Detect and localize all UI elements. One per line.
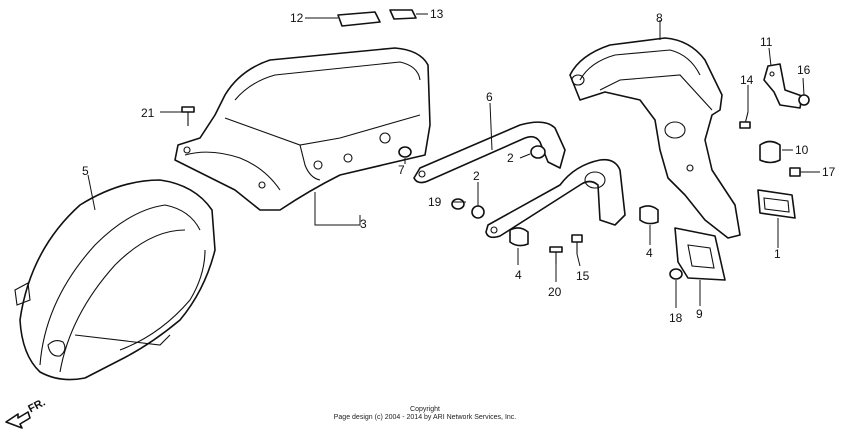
callout-4: 4 [515,268,522,282]
callout-14: 14 [740,73,754,87]
callout-17: 17 [822,165,836,179]
callout-12: 12 [290,11,304,25]
reflector-plate [674,227,726,281]
nut-16 [798,94,810,106]
callout-2: 2 [507,151,514,165]
callout-15: 15 [576,269,590,283]
callout-6: 6 [486,90,493,104]
collar-4-left [509,227,529,247]
callout-1: 1 [774,247,781,261]
callout-19: 19 [428,195,442,209]
leader-lines [87,13,820,308]
collar-2-lower [471,205,485,219]
callout-10: 10 [795,143,809,157]
collar-7 [398,146,412,158]
callout-4: 4 [646,246,653,260]
copyright-notice: Page design (c) 2004 - 2014 by ARI Netwo… [333,414,517,421]
callout-16: 16 [797,63,811,77]
bracket-11 [763,63,803,109]
nut-18 [669,268,683,280]
callout-18: 18 [669,311,683,325]
rear-bracket [569,37,741,239]
front-direction-arrow [5,411,31,429]
bolt-14 [739,111,751,129]
callout-labels: 1 2 2 3 4 4 5 6 7 8 9 10 11 12 13 14 15 … [82,7,836,325]
reflector-1 [757,189,796,219]
decal-labels [337,9,417,27]
upper-stay [413,121,566,184]
callout-3: 3 [360,217,367,231]
callout-7: 7 [398,163,405,177]
nut-19 [451,198,465,210]
callout-20: 20 [548,285,562,299]
copyright-title: Copyright [410,406,440,413]
screw-17 [789,167,801,177]
callout-2: 2 [473,169,480,183]
seat-cowl [174,47,431,211]
bolt-15 [571,234,583,254]
collar-2-upper [530,145,546,159]
bolt-21 [181,106,195,126]
callout-13: 13 [430,7,444,21]
callout-8: 8 [656,11,663,25]
rear-fender [14,179,216,381]
callout-21: 21 [141,106,155,120]
callout-5: 5 [82,164,89,178]
bolt-20 [549,246,563,264]
lower-stay [485,158,626,239]
callout-9: 9 [696,307,703,321]
damper-10 [759,140,781,164]
collar-4-right [639,205,659,225]
callout-11: 11 [760,35,773,49]
